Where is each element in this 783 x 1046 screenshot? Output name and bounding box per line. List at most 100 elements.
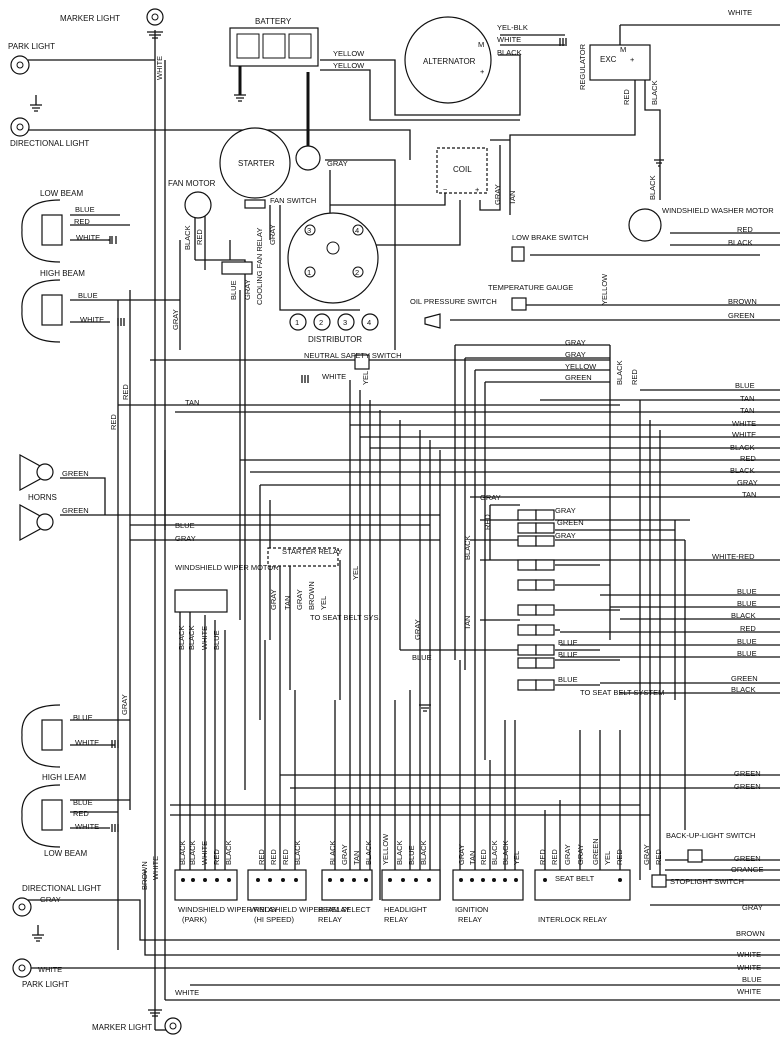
svg-text:GRAY: GRAY [563,844,572,865]
svg-text:TAN: TAN [508,191,517,205]
alternator: ALTERNATOR M + YEL-BLK WHITE BLACK [404,16,528,104]
ignition-coil: COIL − + GRAY TAN [436,147,517,205]
svg-text:BROWN: BROWN [307,581,316,610]
svg-text:BLUE: BLUE [412,653,432,662]
svg-text:HIGH BEAM: HIGH BEAM [40,269,85,278]
temperature-gauge: TEMPERATURE GAUGE YELLOW [488,273,609,311]
svg-text:BLACK: BLACK [731,611,756,620]
svg-text:BLUE: BLUE [558,675,578,684]
svg-text:HIGH LEAM: HIGH LEAM [42,773,86,782]
svg-text:+: + [630,55,635,64]
svg-text:TAN: TAN [468,851,477,865]
svg-text:TAN: TAN [283,596,292,610]
svg-text:MARKER LIGHT: MARKER LIGHT [60,14,120,23]
svg-text:GRAY: GRAY [171,309,180,330]
marker-light-top: MARKER LIGHT [60,8,164,26]
starter-relay: STARTER RELAY TO SEAT BELT SYS. GRAY TAN… [267,547,381,622]
svg-text:YELLOW: YELLOW [333,61,365,70]
svg-text:BLUE: BLUE [407,845,416,865]
svg-text:BLACK: BLACK [501,840,510,865]
svg-text:RED: RED [212,849,221,865]
svg-text:+: + [480,67,485,76]
svg-text:BLACK: BLACK [187,625,196,650]
svg-text:3: 3 [343,318,347,327]
svg-text:BLACK: BLACK [728,238,753,247]
svg-text:BLUE: BLUE [735,381,755,390]
svg-text:BLACK: BLACK [178,840,187,865]
svg-text:WHITE: WHITE [75,738,99,747]
svg-text:BLACK: BLACK [177,625,186,650]
svg-text:OIL PRESSURE SWITCH: OIL PRESSURE SWITCH [410,297,497,306]
svg-text:TAN: TAN [740,406,754,415]
svg-text:TAN: TAN [352,851,361,865]
svg-text:BLUE: BLUE [175,521,195,530]
svg-text:BLACK: BLACK [328,840,337,865]
svg-text:GREEN: GREEN [734,782,761,791]
svg-text:TAN: TAN [740,394,754,403]
cooling-fan-relay: COOLING FAN RELAY BLUE GRAY [221,228,264,305]
svg-text:WHITE: WHITE [76,233,100,242]
svg-text:GRAY: GRAY [576,844,585,865]
svg-text:COOLING FAN RELAY: COOLING FAN RELAY [255,228,264,305]
svg-text:YEL: YEL [319,596,328,610]
svg-text:WINDSHIELD WIPER RELAY: WINDSHIELD WIPER RELAY [178,905,278,914]
svg-text:RED: RED [538,849,547,865]
svg-text:(PARK): (PARK) [182,915,207,924]
svg-text:BLUE: BLUE [73,713,93,722]
svg-text:RED: RED [737,225,753,234]
svg-text:GRAY: GRAY [737,478,758,487]
marker-light-bottom: MARKER LIGHT WHITE [92,988,199,1035]
svg-text:YEL: YEL [351,566,360,580]
svg-text:RED: RED [622,89,631,105]
svg-text:COIL: COIL [453,165,472,174]
svg-text:INTERLOCK RELAY: INTERLOCK RELAY [538,915,607,924]
svg-text:TAN: TAN [742,490,756,499]
svg-text:GREEN: GREEN [734,854,761,863]
beam-select-relay: BEAM SELECT RELAY BLACK GRAY TAN BLACK [318,840,373,924]
svg-text:REGULATOR: REGULATOR [578,43,587,90]
svg-text:NEUTRAL SAFETY SWITCH: NEUTRAL SAFETY SWITCH [304,351,402,360]
svg-text:TEMPERATURE GAUGE: TEMPERATURE GAUGE [488,283,573,292]
svg-text:GRAY: GRAY [742,903,763,912]
svg-text:HEADLIGHT: HEADLIGHT [384,905,427,914]
svg-text:BLUE: BLUE [229,280,238,300]
svg-text:BLUE: BLUE [73,798,93,807]
svg-text:RED: RED [109,414,118,430]
svg-text:YEL: YEL [603,851,612,865]
svg-text:BROWN: BROWN [140,861,149,890]
svg-text:TAN: TAN [463,616,472,630]
svg-text:YEL: YEL [361,371,370,385]
svg-text:WHITE: WHITE [737,963,761,972]
svg-text:DIRECTIONAL LIGHT: DIRECTIONAL LIGHT [22,884,101,893]
svg-text:GREEN: GREEN [728,311,755,320]
svg-text:BLUE: BLUE [742,975,762,984]
svg-text:RED: RED [615,849,624,865]
trunk-labels: WHITE GRAY RED RED TAN BLUE GRAY BROWN W… [109,56,663,890]
svg-text:WHITE: WHITE [75,822,99,831]
svg-text:WHITE: WHITE [737,987,761,996]
svg-text:BLUE: BLUE [737,637,757,646]
svg-text:LOW BEAM: LOW BEAM [44,849,87,858]
svg-text:GRAY: GRAY [175,534,196,543]
right-edge-labels: WHITE RED BLACK BROWN GREEN BLUE TAN TAN… [712,8,765,996]
svg-text:RED: RED [483,514,492,530]
svg-text:GREEN: GREEN [731,674,758,683]
svg-text:ALTERNATOR: ALTERNATOR [423,57,476,66]
oil-pressure-switch: OIL PRESSURE SWITCH [410,297,497,329]
distributor: 3 4 1 2 1 2 3 4 DISTRIBUTOR [287,212,379,344]
low-brake-switch: LOW BRAKE SWITCH [511,233,588,262]
headlight-relay: HEADLIGHT RELAY YELLOW BLACK BLUE BLACK [381,833,441,924]
svg-text:LOW BRAKE SWITCH: LOW BRAKE SWITCH [512,233,588,242]
svg-text:GRAY: GRAY [413,619,422,640]
svg-text:WHITE: WHITE [732,430,756,439]
svg-text:WHITE: WHITE [322,372,346,381]
svg-text:RED: RED [740,454,756,463]
svg-text:GREEN: GREEN [62,469,89,478]
high-beam-headlamp-top: HIGH BEAM BLUE WHITE [21,269,104,343]
svg-text:BLACK: BLACK [650,80,659,105]
ground-symbols [30,31,664,1017]
svg-text:WHITE: WHITE [737,950,761,959]
svg-text:RELAY: RELAY [384,915,408,924]
svg-text:FAN MOTOR: FAN MOTOR [168,179,216,188]
relay-row: WINDSHIELD WIPER RELAY (PARK) BLACK BLAC… [174,833,631,924]
